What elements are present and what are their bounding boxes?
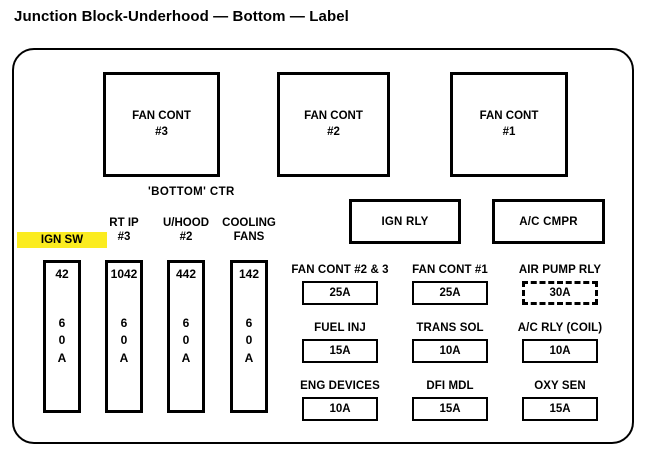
fuse-amp-rt-ip-3-d2: 0 <box>120 333 128 348</box>
fuse-id-cooling-fans: 142 <box>238 267 260 281</box>
fuse-amp-ign-sw-d2: 0 <box>58 333 66 348</box>
caption-rt-ip-3-line1: RT IP <box>109 217 139 229</box>
fuse-column-cooling-fans[interactable]: 142 6 0 A <box>230 260 268 413</box>
relay-fan-cont-2-line1: FAN CONT <box>304 109 363 122</box>
fuse-amp-cooling-fans-d1: 6 <box>245 316 253 330</box>
relay-fan-cont-1-line1: FAN CONT <box>479 109 539 122</box>
caption-rt-ip-3-line2: #3 <box>117 231 131 244</box>
relay-fan-cont-2[interactable]: FAN CONT #2 <box>277 72 390 177</box>
page-title: Junction Block-Underhood — Bottom — Labe… <box>14 8 349 25</box>
fuse-amp-uhood-2-d1: 6 <box>182 316 190 330</box>
fuse-amp-uhood-2-d3: A <box>181 350 191 365</box>
fuse-column-ign-sw[interactable]: 42 6 0 A <box>43 260 81 413</box>
fuse-amp-ign-sw: 6 0 A <box>46 315 78 367</box>
mini-fuse-fan-cont-2-and-3-label: FAN CONT #2 & 3 <box>291 264 389 276</box>
mini-fuse-fan-cont-2-and-3-rating: 25A <box>302 281 378 305</box>
mini-fuse-oxy-sen-rating: 15A <box>522 397 598 421</box>
caption-uhood-2-line1: U/HOOD <box>163 217 209 229</box>
caption-ign-sw: IGN SW <box>17 232 107 249</box>
mini-fuse-fan-cont-1-rating: 25A <box>412 281 488 305</box>
mini-fuse-trans-sol-rating: 10A <box>412 339 488 363</box>
caption-rt-ip-3: RT IP #3 <box>84 216 164 245</box>
relay-fan-cont-1[interactable]: FAN CONT #1 <box>450 72 568 177</box>
mini-fuse-dfi-mdl-label: DFI MDL <box>426 380 474 392</box>
caption-cooling-fans-line1: COOLING <box>222 217 276 229</box>
fuse-column-uhood-2[interactable]: 442 6 0 A <box>167 260 205 413</box>
mini-fuse-oxy-sen-label: OXY SEN <box>534 380 586 392</box>
relay-ac-cmpr-label: A/C CMPR <box>519 215 578 228</box>
fuse-amp-cooling-fans-d3: A <box>244 350 254 365</box>
fuse-amp-ign-sw-d1: 6 <box>58 316 66 330</box>
mini-fuse-trans-sol-label: TRANS SOL <box>416 322 484 334</box>
relay-fan-cont-3-line1: FAN CONT <box>132 109 191 122</box>
fuse-amp-rt-ip-3-d3: A <box>119 350 129 365</box>
fuse-amp-cooling-fans-d2: 0 <box>245 333 253 348</box>
mini-fuse-dfi-mdl-rating: 15A <box>412 397 488 421</box>
relay-ign-rly-label: IGN RLY <box>381 215 429 228</box>
relay-fan-cont-3[interactable]: FAN CONT #3 <box>103 72 220 177</box>
fuse-id-uhood-2: 442 <box>175 267 197 281</box>
relay-ac-cmpr[interactable]: A/C CMPR <box>492 199 605 244</box>
fuse-amp-uhood-2: 6 0 A <box>170 315 202 367</box>
mini-fuse-ac-rly-coil-rating: 10A <box>522 339 598 363</box>
mini-fuse-fuel-inj-rating: 15A <box>302 339 378 363</box>
fuse-id-ign-sw: 42 <box>55 267 69 281</box>
caption-ign-sw-line1: IGN SW <box>17 232 107 249</box>
relay-fan-cont-1-line2: #1 <box>502 125 516 138</box>
caption-uhood-2: U/HOOD #2 <box>146 216 226 245</box>
fuse-amp-rt-ip-3-d1: 6 <box>120 316 128 330</box>
mini-fuse-fan-cont-1-label: FAN CONT #1 <box>412 264 488 276</box>
fuse-amp-uhood-2-d2: 0 <box>182 333 190 348</box>
relay-fan-cont-3-line2: #3 <box>155 125 168 138</box>
mini-fuse-eng-devices-label: ENG DEVICES <box>300 380 380 392</box>
fuse-amp-cooling-fans: 6 0 A <box>233 315 265 367</box>
fuse-id-rt-ip-3: 1042 <box>110 267 138 281</box>
fuse-amp-rt-ip-3: 6 0 A <box>108 315 140 367</box>
mini-fuse-fuel-inj-label: FUEL INJ <box>314 322 366 334</box>
mini-fuse-air-pump-rly-rating: 30A <box>522 281 598 305</box>
mini-fuse-ac-rly-coil-label: A/C RLY (COIL) <box>517 322 603 334</box>
caption-cooling-fans-line2: FANS <box>233 231 265 244</box>
mini-fuse-eng-devices-rating: 10A <box>302 397 378 421</box>
caption-cooling-fans: COOLING FANS <box>208 216 290 245</box>
bottom-center-label: 'BOTTOM' CTR <box>148 186 235 198</box>
fuse-amp-ign-sw-d3: A <box>57 350 67 365</box>
caption-uhood-2-line2: #2 <box>179 231 193 244</box>
relay-fan-cont-2-line2: #2 <box>327 125 340 138</box>
relay-ign-rly[interactable]: IGN RLY <box>349 199 461 244</box>
fuse-column-rt-ip-3[interactable]: 1042 6 0 A <box>105 260 143 413</box>
mini-fuse-air-pump-rly-label: AIR PUMP RLY <box>518 264 602 276</box>
